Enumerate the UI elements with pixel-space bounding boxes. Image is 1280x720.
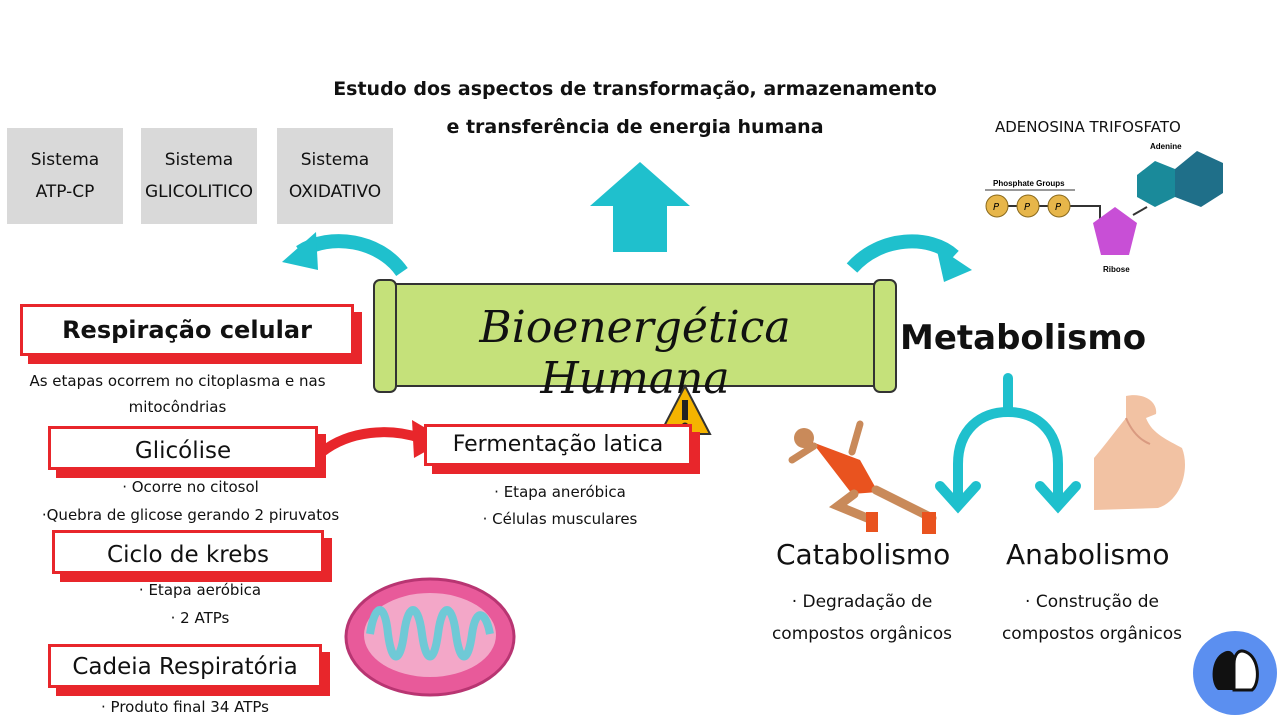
system-label: Sistema: [300, 150, 370, 170]
phosphate-letter: P: [1024, 202, 1031, 213]
box-cadeia-respiratoria: Cadeia Respiratória: [48, 644, 322, 688]
metabolismo-title: Metabolismo: [900, 318, 1147, 358]
system-name: GLICOLITICO: [144, 182, 254, 202]
atp-title: ADENOSINA TRIFOSFATO: [995, 118, 1181, 136]
krebs-title: Ciclo de krebs: [107, 542, 269, 568]
phosphate-letter: P: [1055, 202, 1062, 213]
adenine-label: Adenine: [1150, 142, 1182, 151]
respiracao-note-2: mitocôndrias: [128, 398, 227, 416]
banner-scroll: [373, 279, 897, 393]
anabolismo-note-1: · Construção de: [1025, 592, 1159, 612]
phosphate-groups-label: Phosphate Groups: [993, 179, 1065, 188]
mitochondria-icon: [344, 577, 516, 697]
red-arrow-icon: [318, 427, 422, 457]
up-arrow-icon: [590, 162, 690, 252]
system-label: Sistema: [164, 150, 234, 170]
atp-molecule-diagram: Adenine Phosphate Groups P P P Ribose: [985, 142, 1223, 274]
box-glicolise: Glicólise: [48, 426, 318, 470]
split-arrow-icon: [935, 373, 1081, 514]
ribose-pentagon-icon: [1093, 207, 1137, 255]
heading-line-2: e transferência de energia humana: [446, 116, 824, 138]
system-name: OXIDATIVO: [288, 182, 382, 202]
main-heading: Estudo dos aspectos de transformação, ar…: [260, 70, 1010, 146]
anabolismo-title: Anabolismo: [1006, 538, 1170, 571]
runner-icon: [788, 420, 937, 534]
box-respiracao-celular: Respiração celular: [20, 304, 354, 356]
glicolise-title: Glicólise: [134, 438, 232, 464]
heading-line-1: Estudo dos aspectos de transformação, ar…: [333, 78, 937, 100]
fermentacao-note-2: · Células musculares: [482, 510, 638, 528]
system-label: Sistema: [30, 150, 100, 170]
system-box-atp-cp: Sistema ATP-CP: [7, 128, 123, 224]
fermentacao-note-1: · Etapa aneróbica: [494, 483, 626, 501]
respiracao-note-1: As etapas ocorrem no citoplasma e nas: [29, 372, 326, 390]
catabolismo-note-1: · Degradação de: [791, 592, 933, 612]
system-box-glicolitico: Sistema GLICOLITICO: [141, 128, 257, 224]
catabolismo-note-2: compostos orgânicos: [771, 624, 953, 644]
right-curved-arrow-icon: [846, 234, 959, 273]
adenine-icon: [1137, 161, 1175, 207]
glicolise-note-2: ·Quebra de glicose gerando 2 piruvatos: [41, 506, 340, 524]
krebs-note-2: · 2 ATPs: [170, 609, 230, 627]
catabolismo-title: Catabolismo: [776, 538, 951, 571]
ribose-label: Ribose: [1103, 265, 1130, 274]
box-fermentacao-latica: Fermentação latica: [424, 424, 692, 466]
anabolismo-note-2: compostos orgânicos: [1001, 624, 1183, 644]
system-box-oxidativo: Sistema OXIDATIVO: [277, 128, 393, 224]
phosphate-letter: P: [993, 202, 1000, 213]
banner-title: Bioenergética Humana: [479, 302, 791, 404]
system-name: ATP-CP: [35, 182, 95, 202]
respiracao-title: Respiração celular: [62, 316, 312, 344]
krebs-note-1: · Etapa aeróbica: [138, 581, 262, 599]
fermentacao-title: Fermentação latica: [452, 432, 664, 457]
flexed-arm-icon: [1094, 395, 1185, 510]
box-ciclo-krebs: Ciclo de krebs: [52, 530, 324, 574]
channel-logo-icon[interactable]: [1192, 630, 1278, 716]
cadeia-note-1: · Produto final 34 ATPs: [101, 698, 269, 716]
glicolise-note-1: · Ocorre no citosol: [122, 478, 259, 496]
cadeia-title: Cadeia Respiratória: [72, 654, 298, 680]
